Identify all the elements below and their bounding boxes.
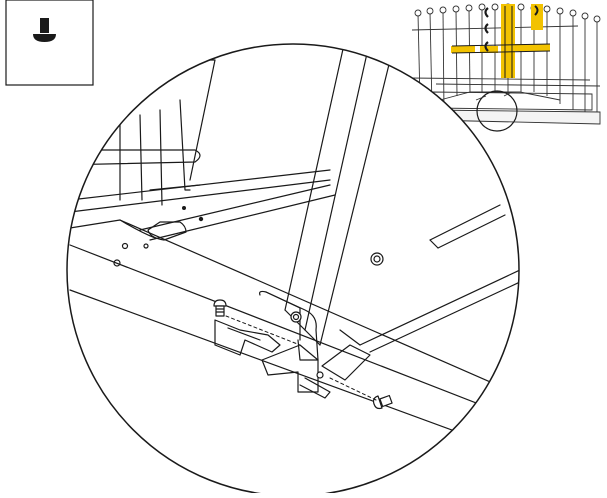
detail-circle-outline	[66, 43, 520, 497]
detail-magnifier	[66, 43, 520, 497]
crib-overview-thumbnail	[409, 3, 601, 132]
parts-box-frame	[5, 0, 94, 86]
side-rail-right	[339, 204, 519, 353]
overview-zoom-marker	[476, 90, 518, 132]
back-rail	[69, 169, 336, 267]
flat-head-screw-icon	[33, 18, 56, 42]
corner-bracket	[214, 290, 371, 399]
screw-right	[372, 394, 393, 410]
insertion-guides	[225, 315, 377, 401]
screw-left	[213, 299, 227, 317]
parts-box	[5, 0, 94, 86]
